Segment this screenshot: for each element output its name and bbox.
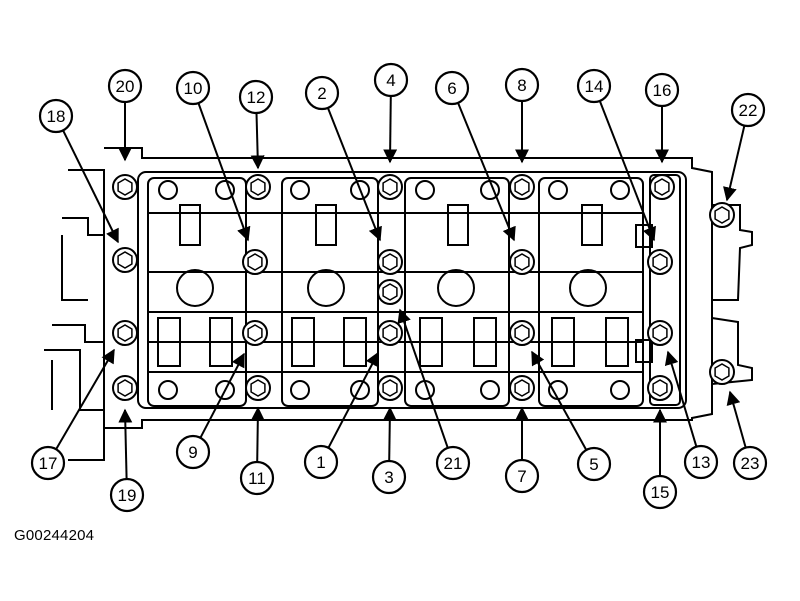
bolt-4 [377,174,403,200]
callout-number: 4 [386,71,395,90]
callout-number: 3 [384,468,393,487]
callout-number: 5 [589,455,598,474]
leader-19 [118,408,133,480]
callout-number: 2 [317,84,326,103]
bolt-11 [245,375,271,401]
callout-22: 22 [730,92,766,128]
bolt-7 [509,375,535,401]
bolt-3 [377,375,403,401]
callout-number: 7 [517,467,526,486]
leader-21 [397,308,449,449]
head-bolts [112,174,735,401]
bolt-8 [509,174,535,200]
callout-17: 17 [30,445,66,481]
leader-13 [664,350,698,447]
callout-leaders [55,95,747,480]
callout-10: 10 [175,70,211,106]
leader-3 [382,406,397,462]
callout-2: 2 [304,75,340,111]
leader-11 [250,406,265,463]
callout-4: 4 [373,62,409,98]
callout-21: 21 [435,445,471,481]
callout-number: 1 [316,453,325,472]
callout-6: 6 [434,70,470,106]
bolt-18 [112,247,138,273]
callout-16: 16 [644,72,680,108]
callout-number: 18 [47,107,66,126]
leader-10 [197,102,251,242]
callout-number: 17 [39,454,58,473]
callout-number: 6 [447,79,456,98]
callout-number: 22 [739,101,758,120]
callout-number: 14 [585,77,604,96]
bolt-13 [647,320,673,346]
bolt-10 [242,249,268,275]
bolt-23 [709,359,735,385]
callout-number: 9 [188,443,197,462]
callout-number: 11 [248,469,266,488]
leader-23 [726,390,747,448]
bolt-20 [112,174,138,200]
callout-number: 21 [444,454,463,473]
callout-13: 13 [683,444,719,480]
callout-20: 20 [107,68,143,104]
callout-1: 1 [303,444,339,480]
callout-19: 19 [109,477,145,513]
callout-number: 13 [692,453,711,472]
callout-14: 14 [576,68,612,104]
callout-11: 11 [239,460,275,496]
leader-6 [457,102,516,242]
callout-number: 12 [247,88,266,107]
bolt-5 [509,320,535,346]
bolt-9 [242,320,268,346]
cylinder-head-outline [44,147,753,461]
bolt-6 [509,249,535,275]
callout-23: 23 [732,445,768,481]
callout-8: 8 [504,67,540,103]
leader-14 [598,100,656,242]
bolt-19 [112,375,138,401]
figure-id: G00244204 [14,527,95,544]
callout-number: 8 [517,76,526,95]
bolt-1 [377,320,403,346]
bolt-22 [709,202,735,228]
bolt-15 [647,375,673,401]
callout-number: 20 [116,77,135,96]
callout-number: 16 [653,81,672,100]
callout-number: 19 [118,486,137,505]
callout-5: 5 [576,446,612,482]
callout-12: 12 [238,79,274,115]
leader-4 [383,95,398,164]
bolt-14 [647,249,673,275]
callout-number: 15 [651,483,670,502]
callout-7: 7 [504,458,540,494]
callout-18: 18 [38,98,74,134]
leader-2 [326,107,382,242]
leader-18 [62,129,119,244]
leader-22 [723,125,746,202]
callout-number: 10 [184,79,203,98]
leader-17 [55,348,115,450]
leader-9 [199,352,245,439]
bolt-2 [377,249,403,275]
callout-9: 9 [175,434,211,470]
bolt-16 [649,174,675,200]
bolt-21 [377,279,403,305]
callout-number: 23 [741,454,760,473]
callout-15: 15 [642,474,678,510]
leader-1 [327,351,379,449]
leader-12 [250,112,265,170]
bolt-17 [112,320,138,346]
bolt-12 [245,174,271,200]
callout-3: 3 [371,459,407,495]
leader-5 [531,350,588,451]
